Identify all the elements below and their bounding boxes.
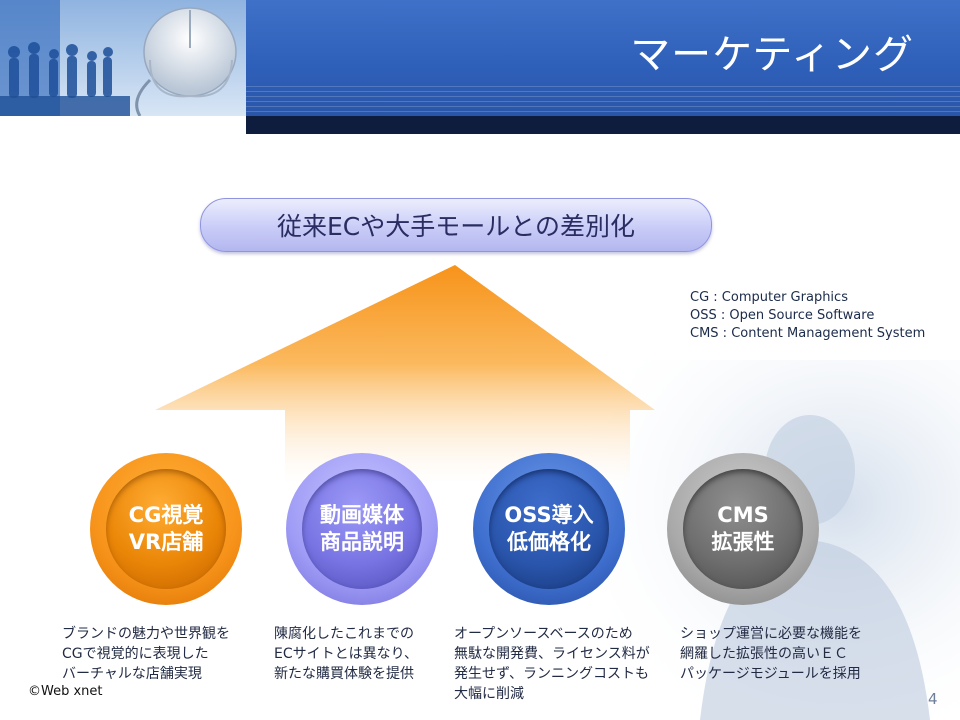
feature-circle-cg: CG視覚 VR店舗 [90, 453, 242, 605]
description-line: 新たな購買体験を提供 [274, 666, 414, 682]
feature-title-line1: 動画媒体 [320, 503, 404, 527]
description-line: バーチャルな店舗実現 [62, 666, 202, 682]
description-line: ブランドの魅力や世界観を [62, 626, 230, 642]
feature-description-cms: ショップ運営に必要な機能を 網羅した拡張性の高いＥＣ パッケージモジュールを採用 [680, 624, 862, 684]
description-line: 大幅に削減 [454, 686, 524, 702]
glossary: CG : Computer Graphics OSS : Open Source… [690, 289, 925, 343]
description-line: パッケージモジュールを採用 [680, 666, 861, 682]
feature-title-line2: 拡張性 [711, 530, 775, 554]
description-line: ECサイトとは異なり、 [274, 646, 419, 662]
up-arrow-icon [155, 265, 655, 485]
feature-title-line2: 低価格化 [507, 530, 591, 554]
description-line: 陳腐化したこれまでの [274, 626, 414, 642]
feature-title-line1: CG視覚 [128, 503, 204, 527]
glossary-item: OSS : Open Source Software [690, 308, 875, 323]
glossary-item: CG : Computer Graphics [690, 290, 848, 305]
description-line: 網羅した拡張性の高いＥＣ [680, 646, 848, 662]
feature-description-oss: オープンソースベースのため 無駄な開発費、ライセンス料が 発生せず、ランニングコ… [454, 624, 650, 704]
description-line: ショップ運営に必要な機能を [680, 626, 862, 642]
feature-title-line1: OSS導入 [504, 503, 594, 527]
goal-banner: 従来ECや大手モールとの差別化 [200, 198, 712, 252]
page-title: マーケティング [630, 32, 914, 78]
header-banner: マーケティング [0, 0, 960, 134]
feature-circle-oss: OSS導入 低価格化 [473, 453, 625, 605]
banner-stripes [246, 86, 960, 116]
description-line: 無駄な開発費、ライセンス料が [454, 646, 650, 662]
description-line: CGで視覚的に表現した [62, 646, 209, 662]
feature-circle-cms: CMS 拡張性 [667, 453, 819, 605]
feature-title-line2: VR店舗 [128, 530, 204, 554]
description-line: 発生せず、ランニングコストも [454, 666, 650, 682]
feature-description-cg: ブランドの魅力や世界観を CGで視覚的に表現した バーチャルな店舗実現 [62, 624, 230, 684]
feature-circle-video: 動画媒体 商品説明 [286, 453, 438, 605]
glossary-item: CMS : Content Management System [690, 326, 926, 341]
banner-background [246, 0, 960, 116]
feature-description-video: 陳腐化したこれまでの ECサイトとは異なり、 新たな購買体験を提供 [274, 624, 418, 684]
description-line: オープンソースベースのため [454, 626, 633, 642]
page-number: 4 [928, 690, 938, 708]
feature-title-line1: CMS [717, 503, 769, 527]
feature-title-line2: 商品説明 [320, 530, 404, 554]
header-photo [0, 0, 246, 116]
copyright-text: ©Web xnet [28, 684, 103, 699]
banner-dark-strip [246, 116, 960, 134]
